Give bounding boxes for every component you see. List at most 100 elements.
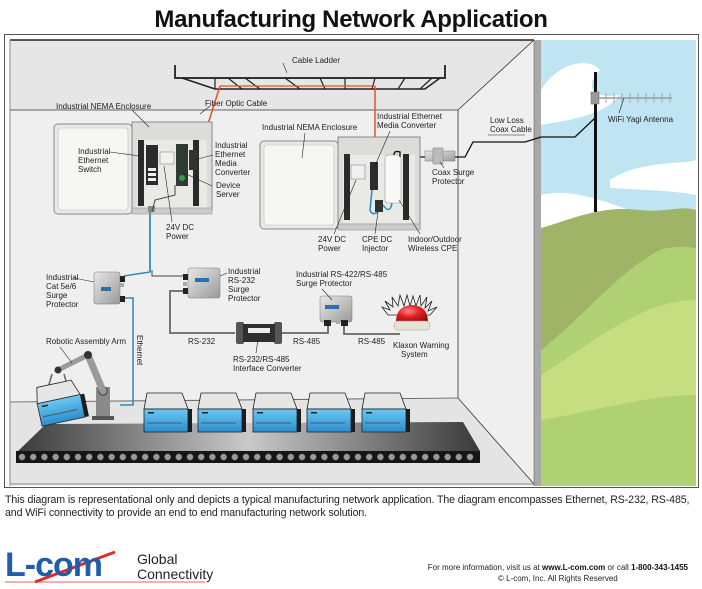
label-klaxon-a: Klaxon Warning xyxy=(393,341,449,350)
conveyor-roller xyxy=(410,453,418,461)
conveyor-roller xyxy=(309,453,317,461)
product-box xyxy=(36,379,89,427)
conveyor-roller xyxy=(18,453,26,461)
label-rs485-link-1: RS-485 xyxy=(293,337,321,346)
conveyor-roller xyxy=(130,453,138,461)
label-klaxon-b: System xyxy=(401,350,428,359)
label-interface-converter-a: RS-232/RS-485 xyxy=(233,355,290,364)
footer: For more information, visit us at www.L-… xyxy=(428,563,688,584)
product-boxes xyxy=(36,379,410,433)
coax-surge-protector xyxy=(393,147,456,165)
rs485-surge-protector xyxy=(319,295,353,326)
product-box xyxy=(197,392,246,433)
conveyor-roller xyxy=(74,453,82,461)
ethernet-cable-2 xyxy=(120,297,134,406)
product-box xyxy=(361,392,410,433)
label-ethernet-switch-2: Ethernet xyxy=(78,156,109,165)
label-rs232-surge-b: RS-232 xyxy=(228,276,256,285)
label-power-1b: Power xyxy=(166,232,189,241)
label-ethernet-switch-3: Switch xyxy=(78,165,102,174)
label-wireless-cpe-a: Indoor/Outdoor xyxy=(408,235,462,244)
power-supply-2 xyxy=(350,164,366,180)
label-rs232-surge-a: Industrial xyxy=(228,267,261,276)
conveyor-roller xyxy=(96,453,104,461)
logo-tagline-2: Connectivity xyxy=(137,566,213,582)
conveyor-roller xyxy=(455,453,463,461)
label-coax-surge-a: Coax Surge xyxy=(432,168,475,177)
diagram-caption: This diagram is representational only an… xyxy=(5,494,690,519)
conveyor-roller xyxy=(231,453,239,461)
conveyor-roller xyxy=(242,453,250,461)
label-nema-enclosure-2: Industrial NEMA Enclosure xyxy=(262,123,358,132)
conveyor-roller xyxy=(444,453,452,461)
label-rs485-surge-b: Surge Protector xyxy=(296,279,352,288)
wireless-cpe-device xyxy=(384,154,402,204)
conveyor-roller xyxy=(208,453,216,461)
conveyor-roller xyxy=(175,453,183,461)
label-media-converter-1b: Ethernet xyxy=(215,150,246,159)
label-yagi-antenna: WiFi Yagi Antenna xyxy=(608,115,674,124)
label-power-1a: 24V DC xyxy=(166,223,194,232)
label-media-converter-1d: Converter xyxy=(215,168,250,177)
conveyor-roller xyxy=(354,453,362,461)
conveyor-roller xyxy=(186,453,194,461)
label-rs232-surge-d: Protector xyxy=(228,294,261,303)
label-cat5-surge-c: Surge xyxy=(46,291,68,300)
label-coax-surge-b: Protector xyxy=(432,177,465,186)
conveyor-roller xyxy=(332,453,340,461)
label-robot-arm: Robotic Assembly Arm xyxy=(46,337,126,346)
page-title: Manufacturing Network Application xyxy=(154,6,548,33)
website-link[interactable]: www.L-com.com xyxy=(542,563,606,572)
interface-converter xyxy=(236,322,282,344)
media-converter-2-device xyxy=(370,162,378,190)
label-device-server-1: Device xyxy=(216,181,241,190)
conveyor-roller xyxy=(264,453,272,461)
conveyor-roller xyxy=(388,453,396,461)
media-converter-1-device xyxy=(189,150,197,170)
label-coax-cable-1: Low Loss xyxy=(490,116,524,125)
conveyor-roller xyxy=(29,453,37,461)
cpe-injector-device xyxy=(375,200,383,212)
label-media-converter-1c: Media xyxy=(215,159,237,168)
rs232-surge-protector xyxy=(183,267,221,299)
copyright: © L-com, Inc. All Rights Reserved xyxy=(498,573,618,583)
yagi-antenna-icon xyxy=(590,91,672,105)
label-ethernet-switch-1: Industrial xyxy=(78,147,111,156)
product-box xyxy=(252,392,301,433)
conveyor-roller xyxy=(141,453,149,461)
label-media-converter-1a: Industrial xyxy=(215,141,248,150)
label-ethernet: Ethernet xyxy=(135,335,144,366)
cable-ladder xyxy=(174,65,446,90)
conveyor-roller xyxy=(365,453,373,461)
conveyor-roller xyxy=(220,453,228,461)
conveyor-roller xyxy=(376,453,384,461)
power-supply-1 xyxy=(159,151,175,165)
cat5-surge-protector xyxy=(93,271,125,305)
logo-text: L-com xyxy=(5,548,102,584)
footer-info: For more information, visit us at www.L-… xyxy=(427,563,688,572)
label-wireless-cpe-b: Wireless CPE xyxy=(408,244,457,253)
lcom-logo[interactable]: L-com Global Connectivity xyxy=(5,546,235,584)
product-box xyxy=(306,392,355,433)
conveyor-roller xyxy=(164,453,172,461)
network-diagram: WiFi Yagi Antenna Low Loss Coax Cable Ca… xyxy=(9,39,696,486)
conveyor-roller xyxy=(85,453,93,461)
label-nema-enclosure-1: Industrial NEMA Enclosure xyxy=(56,102,152,111)
conveyor-roller xyxy=(287,453,295,461)
outdoor-scene: WiFi Yagi Antenna xyxy=(541,40,696,486)
conveyor-roller xyxy=(197,453,205,461)
conveyor-belt xyxy=(16,422,480,463)
label-cpe-injector-b: Injector xyxy=(362,244,389,253)
conveyor-roller xyxy=(399,453,407,461)
label-media-converter-2a: Industrial Ethernet xyxy=(377,112,443,121)
label-cable-ladder: Cable Ladder xyxy=(292,56,340,65)
label-cpe-injector-a: CPE DC xyxy=(362,235,392,244)
conveyor-roller xyxy=(276,453,284,461)
label-coax-cable-2: Coax Cable xyxy=(490,125,532,134)
label-rs485-link-2: RS-485 xyxy=(358,337,386,346)
label-power-2a: 24V DC xyxy=(318,235,346,244)
antenna-mast xyxy=(594,72,597,212)
label-cat5-surge-b: Cat 5e/6 xyxy=(46,282,77,291)
rs232-cable xyxy=(169,290,235,334)
conveyor-roller xyxy=(119,453,127,461)
